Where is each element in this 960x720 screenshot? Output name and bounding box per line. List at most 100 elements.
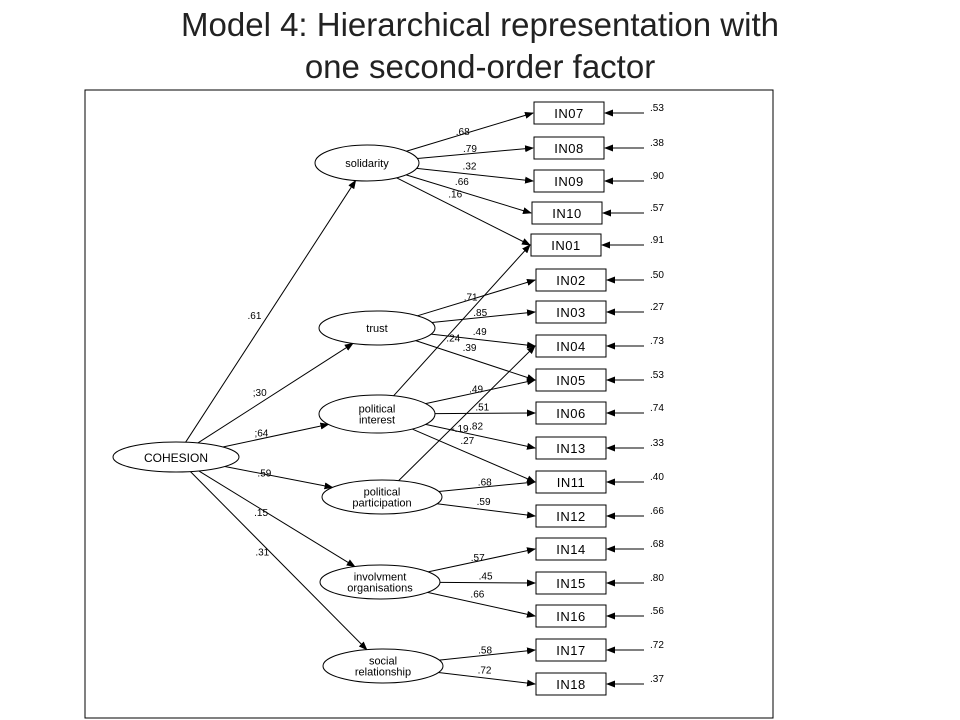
measurement-path-trust-in05	[415, 340, 536, 381]
loading-label-solidarity-in09: .32	[463, 162, 477, 173]
diagram-frame	[84, 89, 774, 719]
error-term-in18: .37	[650, 674, 664, 685]
loading-label-political-interest-in11: .27	[460, 436, 474, 447]
factor-involvment-organisations	[319, 564, 441, 600]
loading-label-political-participation-in11: .68	[478, 477, 492, 488]
indicator-box-in13	[535, 436, 607, 460]
factor-label-trust-0: trust	[366, 323, 387, 335]
indicator-label-in08: IN08	[554, 141, 583, 156]
loading-label-solidarity-in10: .66	[455, 177, 469, 188]
indicator-label-in17: IN17	[556, 643, 585, 658]
indicator-box-in07	[533, 101, 605, 125]
loading-label-political-participation-in04: -.19	[451, 424, 469, 435]
indicator-box-in04	[535, 334, 607, 358]
indicator-box-in06	[535, 401, 607, 425]
error-term-in04: .73	[650, 336, 664, 347]
measurement-path-political-interest-in05	[425, 378, 536, 405]
measurement-path-social-relationship-in18	[438, 672, 536, 687]
indicator-box-in11	[535, 470, 607, 494]
loading-label-involvment-organisations-in14: .57	[471, 553, 485, 564]
slide-title: Model 4: Hierarchical representation wit…	[0, 4, 960, 88]
measurement-path-political-participation-in04	[398, 345, 536, 482]
measurement-path-social-relationship-in17	[439, 647, 536, 661]
loading-label-solidarity-in01: .16	[448, 190, 462, 201]
structural-path-solidarity	[185, 179, 357, 443]
indicator-box-in15	[535, 571, 607, 595]
error-term-in17: .72	[650, 640, 664, 651]
indicator-label-in04: IN04	[556, 339, 585, 354]
measurement-path-solidarity-in09	[416, 167, 534, 184]
title-line-2: one second-order factor	[304, 48, 656, 85]
structural-loading-solidarity: .61	[248, 311, 262, 322]
error-term-in01: .91	[650, 235, 664, 246]
indicator-box-in09	[533, 169, 605, 193]
indicator-label-in11: IN11	[557, 475, 586, 490]
error-term-in08: .38	[650, 138, 664, 149]
indicator-box-in03	[535, 300, 607, 324]
measurement-path-solidarity-in08	[417, 145, 534, 159]
structural-path-trust	[197, 342, 354, 444]
factor-label-political-interest-1: interest	[359, 415, 395, 427]
structural-path-social-relationship	[190, 471, 368, 651]
indicator-label-in12: IN12	[556, 509, 585, 524]
error-term-in05: .53	[650, 370, 664, 381]
factor-trust	[318, 310, 436, 346]
measurement-path-political-participation-in12	[436, 503, 536, 519]
loading-label-political-interest-in06: .51	[475, 402, 489, 413]
node-layer	[112, 101, 607, 696]
factor-solidarity	[314, 144, 420, 182]
structural-path-involvment-organisations	[198, 470, 356, 568]
error-term-in03: .27	[650, 302, 664, 313]
measurement-path-political-interest-in06	[434, 409, 536, 417]
error-term-in10: .57	[650, 203, 664, 214]
measurement-path-political-interest-in01	[393, 244, 531, 397]
factor-label-involvment-organisations-0: involvment	[354, 572, 407, 584]
error-term-in16: .56	[650, 606, 664, 617]
error-term-in09: .90	[650, 171, 664, 182]
loading-label-trust-in02: .71	[464, 293, 478, 304]
measurement-path-trust-in02	[417, 278, 536, 317]
edge-layer	[185, 109, 644, 688]
error-term-in11: .40	[650, 472, 664, 483]
indicator-label-in16: IN16	[556, 609, 585, 624]
measurement-path-solidarity-in10	[405, 174, 532, 215]
loading-label-trust-in03: .85	[473, 308, 487, 319]
label-layer: COHESION.61solidarity;30trust;64politica…	[144, 103, 664, 692]
factor-label-involvment-organisations-1: organisations	[347, 583, 413, 595]
structural-loading-involvment-organisations: .15	[254, 508, 268, 519]
factor-label-political-participation-1: participation	[352, 498, 411, 510]
loading-label-social-relationship-in18: .72	[478, 665, 492, 676]
factor-political-interest	[318, 394, 436, 434]
loading-label-political-participation-in12: .59	[477, 497, 491, 508]
indicator-box-in16	[535, 604, 607, 628]
indicator-box-in18	[535, 672, 607, 696]
indicator-box-in10	[531, 201, 603, 225]
loading-label-trust-in04: .49	[473, 327, 487, 338]
factor-label-political-participation-0: political	[364, 487, 401, 499]
structural-loading-social-relationship: .31	[255, 547, 269, 558]
error-term-in12: .66	[650, 506, 664, 517]
second-order-factor-cohesion	[112, 441, 240, 473]
structural-path-political-participation	[224, 465, 334, 490]
loading-label-political-interest-in13: .82	[469, 421, 483, 432]
loading-label-solidarity-in08: .79	[463, 144, 477, 155]
error-term-in15: .80	[650, 573, 664, 584]
loading-label-trust-in05: .39	[463, 343, 477, 354]
loading-label-political-interest-in05: .49	[469, 385, 483, 396]
indicator-label-in05: IN05	[556, 373, 585, 388]
loading-label-solidarity-in07: .68	[456, 127, 470, 138]
indicator-label-in14: IN14	[556, 542, 585, 557]
indicator-label-in15: IN15	[556, 576, 585, 591]
indicator-label-in09: IN09	[554, 174, 583, 189]
structural-loading-political-participation: .59	[257, 468, 271, 479]
title-line-1: Model 4: Hierarchical representation wit…	[181, 6, 779, 43]
indicator-box-in12	[535, 504, 607, 528]
indicator-label-in01: IN01	[551, 238, 580, 253]
structural-loading-political-interest: ;64	[254, 428, 268, 439]
factor-label-solidarity-0: solidarity	[345, 158, 389, 170]
measurement-path-trust-in04	[431, 333, 536, 349]
error-term-in07: .53	[650, 103, 664, 114]
measurement-path-involvment-organisations-in15	[439, 579, 536, 587]
indicator-box-in08	[533, 136, 605, 160]
indicator-label-in02: IN02	[556, 273, 585, 288]
